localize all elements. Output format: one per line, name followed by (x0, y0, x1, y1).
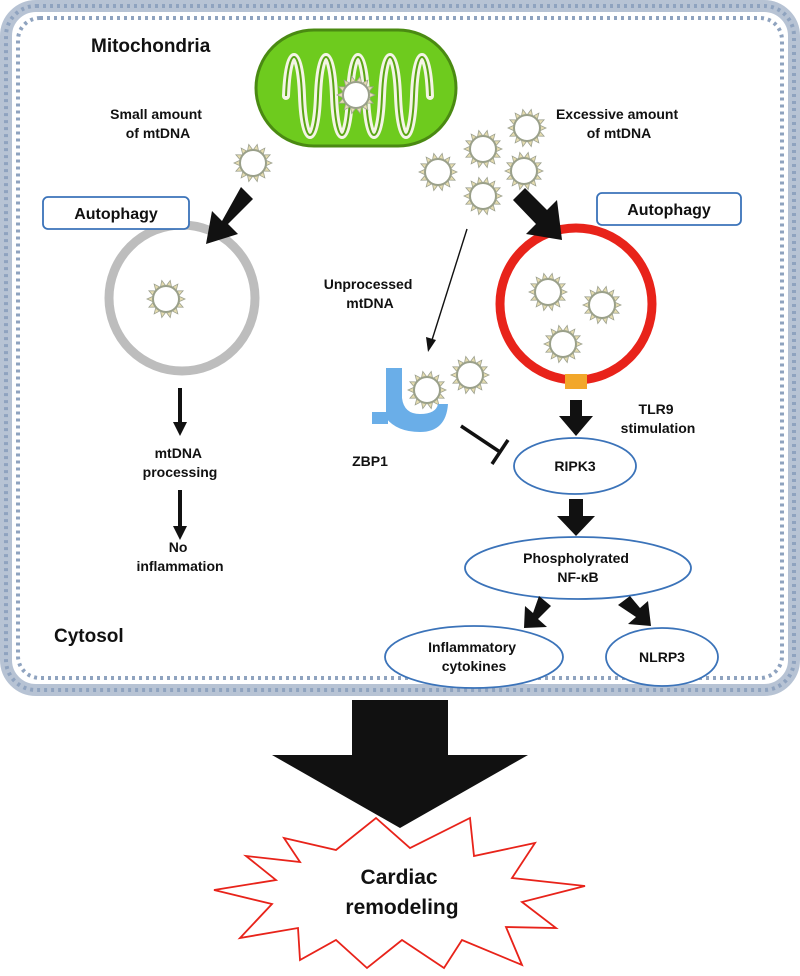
ripk3-label: RIPK3 (554, 458, 595, 474)
mtdna-circle (233, 143, 273, 183)
autophagy-right-box (596, 192, 742, 226)
arrow-to-processing (173, 388, 187, 436)
arrow-to-zbp1 (426, 228, 468, 352)
arrow-to-nfkb (557, 499, 595, 536)
nlrp3-node (605, 627, 719, 687)
mtdna-circle (463, 129, 503, 169)
arrow-to-left-autophagosome (206, 187, 253, 244)
mtdna-circle (146, 279, 186, 319)
zbp1-label: ZBP1 (352, 453, 388, 469)
mtdna-circle (336, 75, 376, 115)
nlrp3-label: NLRP3 (639, 649, 685, 665)
no-inflammation-label: No inflammation (136, 539, 223, 574)
arrow-to-nlrp3 (618, 596, 651, 626)
mtdna-circle (528, 272, 568, 312)
mtdna-circle (507, 108, 547, 148)
nfkb-node (464, 536, 692, 600)
mtdna-layer (146, 75, 622, 410)
nfkb-label: Phospholyrated NF-κB (523, 550, 633, 585)
zbp1-receptor (386, 368, 448, 432)
ripk3-node (513, 437, 637, 495)
mtdna-circle (418, 152, 458, 192)
arrow-to-right-autophagosome (513, 188, 562, 240)
big-arrow-out (272, 700, 528, 828)
small-amount-label: Small amount of mtDNA (110, 106, 206, 141)
cytokines-label: Inflammatory cytokines (428, 639, 520, 674)
mtdna-processing-label: mtDNA processing (143, 445, 218, 480)
mtdna-circle (450, 355, 490, 395)
autophagy-left-box (42, 196, 190, 230)
tlr9-label: TLR9 stimulation (621, 401, 696, 436)
arrow-to-ripk3 (559, 400, 593, 436)
mtdna-circle (543, 324, 583, 364)
cell-membrane (0, 0, 800, 696)
inhibition-zbp1-ripk3 (460, 424, 510, 465)
autophagy-right-label: Autophagy (627, 202, 711, 219)
mitochondria-label: Mitochondria (91, 36, 211, 57)
mtdna-circle (582, 285, 622, 325)
unprocessed-label: Unprocessed mtDNA (324, 276, 417, 311)
autophagosome-right (495, 223, 657, 389)
mtdna-circle (407, 370, 447, 410)
mtdna-circle (463, 176, 503, 216)
excessive-amount-label: Excessive amount of mtDNA (556, 106, 682, 141)
arrows (173, 187, 651, 828)
mtdna-circle (504, 151, 544, 191)
tlr9-receptor (565, 374, 587, 389)
arrow-to-no-inflammation (173, 490, 187, 540)
arrow-to-cytokines (524, 596, 551, 628)
cytokines-node (384, 625, 564, 689)
cardiac-remodeling-label: Cardiac remodeling (345, 866, 458, 919)
zbp1-receptor-stem (372, 412, 388, 424)
cytosol-label: Cytosol (54, 626, 124, 647)
autophagy-left-label: Autophagy (74, 206, 158, 223)
cardiac-remodeling-burst (213, 816, 586, 970)
